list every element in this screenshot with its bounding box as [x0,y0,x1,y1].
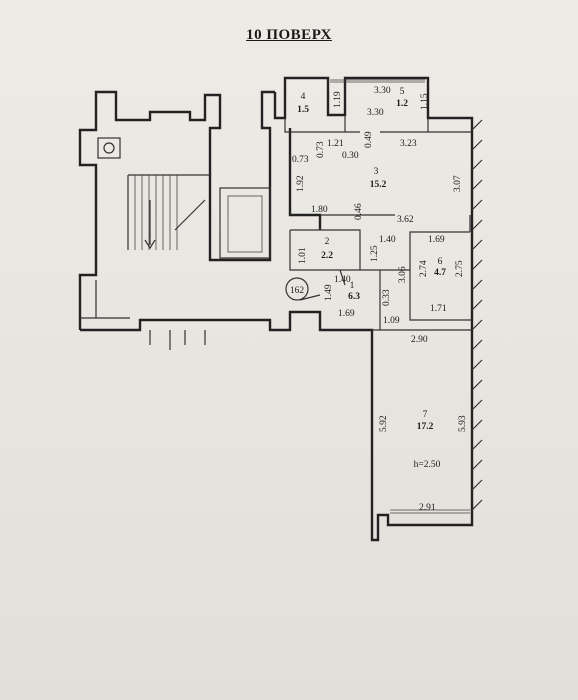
floor-title: 10 ПОВЕРХ [246,27,332,43]
dim: 1.69 [338,309,355,319]
dim: 0.49 [364,131,374,148]
dim: 3.30 [374,86,391,96]
dim: 1.25 [370,245,380,262]
dim: 1.92 [296,175,306,192]
dim: 5.92 [379,415,389,432]
dim: 3.62 [397,215,414,225]
dim: 0.33 [382,289,392,306]
dim: 1.40 [379,235,396,245]
dim: 1.21 [327,139,344,149]
dim: 2.75 [455,260,465,277]
stairwell [78,90,300,350]
elevator [219,187,271,259]
dim: 5.93 [458,415,468,432]
room-4-area: 1.5 [297,105,309,115]
dim: 1.01 [298,247,308,264]
dim: 3.30 [367,108,384,118]
dim: 1.09 [383,316,400,326]
dim: 1.19 [333,91,343,108]
dim: 2.74 [419,260,429,277]
room-3-area: 15.2 [370,180,387,190]
dim: 3.07 [453,175,463,192]
dim: 1.40 [334,275,351,285]
dim: 1.49 [324,284,334,301]
apartment-number: 162 [290,286,305,296]
ceiling-height: h=2.50 [414,460,441,470]
dim: 3.06 [398,266,408,283]
room-7-label: 7 [423,410,428,420]
dim: 0.46 [354,203,364,220]
room-2-area: 2.2 [321,251,333,261]
apartment-number-circle [285,277,309,301]
room-labels: 4 1.5 5 1.2 3 15.2 2 2.2 1 6.3 6 4.7 7 1… [285,87,446,470]
dim: 1.71 [430,304,447,314]
room-3-label: 3 [374,167,379,177]
dim: 2.90 [411,335,428,345]
dim: 0.73 [292,155,309,165]
dim: 1.80 [311,205,328,215]
dim: 3.23 [400,139,417,149]
dimension-labels: 3.30 3.30 1.19 1.15 0.73 1.21 0.49 0.73 … [292,86,468,513]
dim: 0.73 [316,141,326,158]
room-7-area: 17.2 [417,422,434,432]
dim: 0.30 [342,151,359,161]
room-2-label: 2 [325,237,330,247]
shaft-box [97,137,121,159]
room-5-label: 5 [400,87,405,97]
room-6-label: 6 [438,257,443,267]
dim: 1.69 [428,235,445,245]
room-5-area: 1.2 [396,99,408,109]
room-1-label: 1 [350,281,355,291]
room-4-label: 4 [301,92,306,102]
dim: 1.15 [420,93,430,110]
apartment-walls [273,76,483,542]
room-6-area: 4.7 [434,268,446,278]
dim: 2.91 [419,503,436,513]
room-1-area: 6.3 [348,292,360,302]
